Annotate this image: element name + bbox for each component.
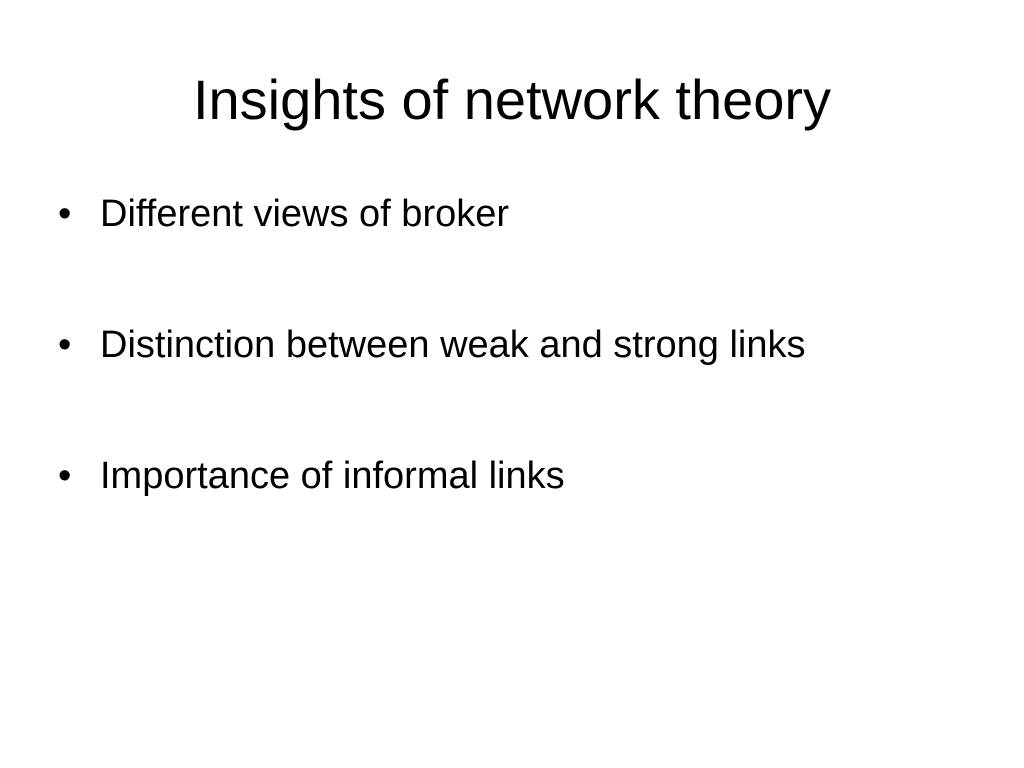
slide-title: Insights of network theory [192, 68, 832, 131]
bullet-text: Distinction between weak and strong link… [100, 324, 806, 366]
bullet-list: • Different views of broker • Distinctio… [58, 189, 998, 582]
bullet-text: Importance of informal links [100, 455, 565, 497]
bullet-marker: • [58, 193, 72, 235]
bullet-item: • Distinction between weak and strong li… [58, 320, 998, 451]
bullet-marker: • [58, 455, 72, 497]
bullet-text: Different views of broker [100, 193, 510, 235]
bullet-marker: • [58, 324, 72, 366]
bullet-item: • Importance of informal links [58, 451, 998, 582]
bullet-item: • Different views of broker [58, 189, 998, 320]
